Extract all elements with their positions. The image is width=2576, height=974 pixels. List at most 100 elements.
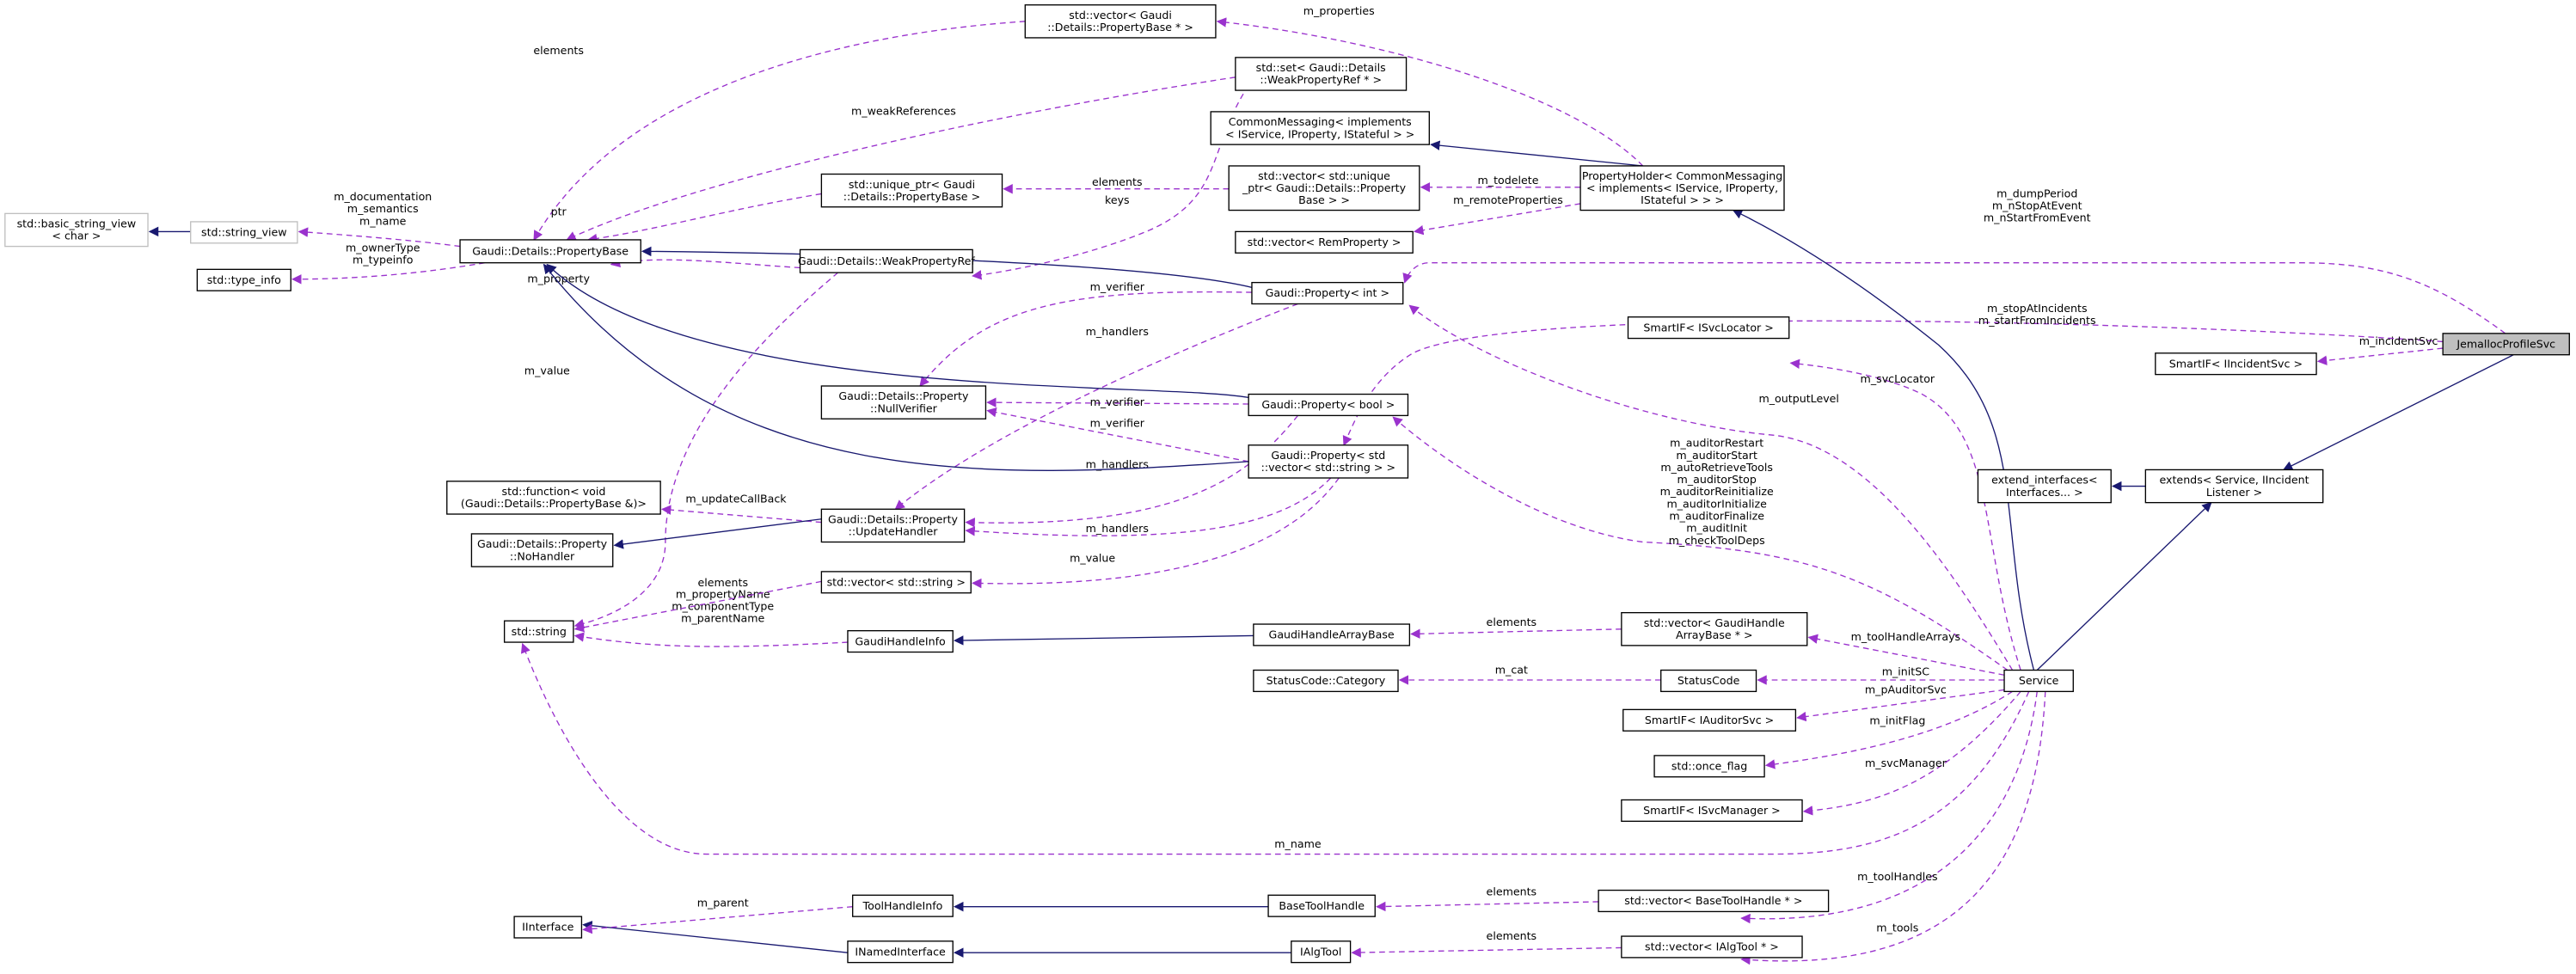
class-node[interactable]: GaudiHandleInfo [847,630,954,653]
class-node[interactable]: INamedInterface [847,940,954,964]
node-label: std::string [512,625,567,638]
class-node[interactable]: std::basic_string_view< char > [4,212,149,248]
member-edge: elements [1003,175,1230,194]
edge-label: m_outputLevel [1758,392,1838,405]
member-edge: m_value [972,477,1340,589]
class-node[interactable]: IInterface [513,916,583,939]
class-node[interactable]: std::type_info [196,268,291,291]
class-node[interactable]: std::string_view [190,221,298,244]
edge-label: m_toolHandles [1857,870,1938,883]
node-label: Gaudi::Property< std [1271,449,1385,462]
node-box [820,508,966,543]
class-node[interactable]: std::function< void(Gaudi::Details::Prop… [446,481,661,515]
node-label: Service [2019,674,2059,687]
node-label: SmartIF< ISvcManager > [1643,804,1781,817]
node-box [4,212,149,248]
node-label: Gaudi::Details::Property [838,389,969,402]
class-node[interactable]: std::vector< IAlgTool * > [1621,935,1803,959]
edge-label: m_auditorReinitialize [1660,485,1774,498]
member-edge: m_verifier [919,280,1252,387]
inheritance-edge [1732,209,2035,671]
member-edge: m_property [527,257,800,285]
inheritance-edge [543,263,1249,471]
class-node[interactable]: std::vector< std::unique_ptr< Gaudi::Det… [1228,165,1420,211]
class-node[interactable]: StatusCode [1660,669,1757,693]
inheritance-edge [613,518,822,549]
class-node[interactable]: Gaudi::Details::WeakPropertyRef [798,248,976,273]
node-label: Gaudi::Property< bool > [1261,398,1395,411]
class-node[interactable]: StatusCode::Category [1253,669,1399,693]
member-edge: elements [1410,616,1622,639]
class-node[interactable]: std::string [503,620,574,643]
edge-line [297,227,461,248]
class-node[interactable]: CommonMessaging< implements< IService, I… [1210,111,1430,145]
member-edge: m_svcManager [1802,690,2021,816]
class-node[interactable]: GaudiHandleArrayBase [1253,623,1411,646]
edge-line [972,84,1249,280]
class-node[interactable]: std::vector< Gaudi::Details::PropertyBas… [1024,4,1217,39]
class-node[interactable]: std::vector< BaseToolHandle * > [1598,889,1830,913]
inheritance-edge [2036,501,2212,671]
class-node[interactable]: Gaudi::Details::PropertyBase [459,239,641,264]
class-node[interactable]: SmartIF< ISvcLocator > [1627,316,1790,340]
edge-label: m_todelete [1478,174,1539,187]
member-edge: m_pAuditorSvc [1796,683,2005,722]
node-label: CommonMessaging< implements [1229,115,1412,128]
node-label: Listener > [2206,486,2262,499]
member-edge: m_weakReferences [566,77,1236,241]
inheritance-edge [2282,354,2514,471]
node-label: std::vector< BaseToolHandle * > [1624,894,1802,907]
edge-line [1807,634,2005,676]
node-box [1579,165,1785,211]
node-label: Gaudi::Details::Property [477,537,608,550]
edge-line [1351,946,1622,958]
class-node[interactable]: extend_interfaces<Interfaces... > [1977,469,2112,504]
class-node-focus[interactable]: JemallocProfileSvc [2442,333,2570,356]
class-node[interactable]: SmartIF< ISvcManager > [1621,799,1803,822]
class-node[interactable]: Gaudi::Property< bool > [1248,393,1409,417]
edge-line [1764,690,2013,769]
member-edge: elements [573,576,822,633]
node-label: Interfaces... > [2006,486,2083,499]
node-box [470,533,614,567]
edge-line [1216,17,1644,167]
node-label: std::once_flag [1671,760,1747,773]
node-label: Gaudi::Details::WeakPropertyRef [798,254,976,267]
class-node[interactable]: Gaudi::Property< std::vector< std::strin… [1248,444,1409,479]
edge-label: elements [1487,885,1537,897]
member-edge: m_toolHandleArrays [1807,630,2005,676]
class-node[interactable]: Gaudi::Details::Property::NullVerifier [820,385,987,420]
class-node[interactable]: Gaudi::Details::Property::UpdateHandler [820,508,966,543]
edge-label: m_verifier [1090,280,1145,293]
class-node[interactable]: std::vector< GaudiHandleArrayBase * > [1621,611,1808,646]
class-node[interactable]: std::set< Gaudi::Details::WeakPropertyRe… [1235,57,1408,91]
edge-label: m_tools [1876,921,1918,934]
edge-label: m_semantics [347,202,419,215]
edge-line [1413,203,1581,236]
edge-label: m_property [527,273,590,285]
node-label: std::unique_ptr< Gaudi [849,178,975,191]
class-node[interactable]: std::vector< RemProperty > [1235,230,1414,254]
edge-label: elements [697,576,748,589]
node-label: SmartIF< ISvcLocator > [1643,321,1773,334]
class-node[interactable]: Gaudi::Details::Property::NoHandler [470,533,614,567]
class-node[interactable]: IAlgTool [1291,940,1352,964]
edge-line [613,518,822,549]
class-node[interactable]: ToolHandleInfo [852,894,954,917]
class-node[interactable]: Gaudi::Property< int > [1251,281,1404,305]
class-node[interactable]: Service [2003,669,2074,693]
class-node[interactable]: SmartIF< IIncidentSvc > [2155,352,2317,376]
class-node[interactable]: std::once_flag [1653,755,1765,778]
edge-line [573,580,822,633]
class-node[interactable]: std::vector< std::string > [820,571,972,594]
member-edge: m_handlers [965,414,1298,528]
edge-label: m_nStartFromEvent [1984,211,2091,224]
edge-label: m_auditInit [1686,522,1747,535]
class-node[interactable]: SmartIF< IAuditorSvc > [1622,708,1797,732]
class-node[interactable]: BaseToolHandle [1267,894,1376,917]
class-node[interactable]: PropertyHolder< CommonMessaging< impleme… [1579,165,1785,211]
class-node[interactable]: std::unique_ptr< Gaudi::Details::Propert… [820,173,1003,208]
edge-label: keys [1105,193,1130,206]
